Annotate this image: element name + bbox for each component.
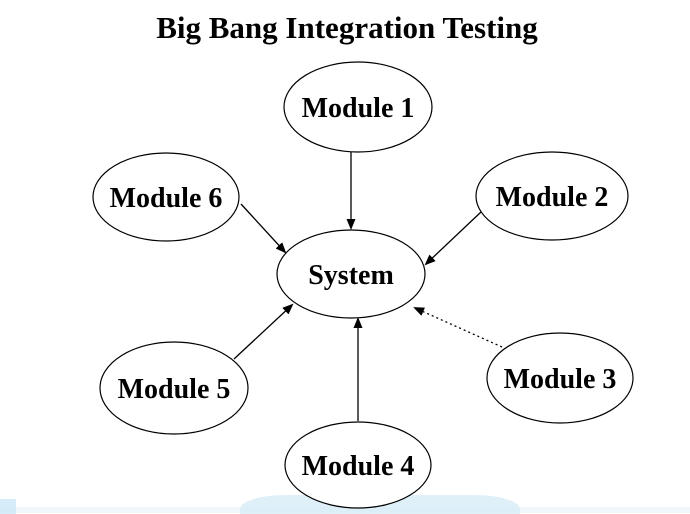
node-module-1: Module 1: [283, 61, 433, 153]
node-module-5-label: Module 5: [118, 374, 231, 405]
arrow-module6-to-system: [240, 203, 287, 254]
node-module-2-label: Module 2: [496, 182, 609, 213]
node-system-label: System: [308, 260, 394, 291]
arrow-module5-to-system: [233, 303, 294, 360]
node-module-5-ellipse: [99, 341, 249, 435]
node-module-1-label: Module 1: [302, 93, 415, 124]
node-module-4-label: Module 4: [302, 451, 415, 482]
node-module-3-ellipse: [486, 332, 634, 424]
node-module-6: Module 6: [92, 152, 240, 242]
node-module-4-ellipse: [284, 421, 432, 509]
corner-artifact: [0, 499, 16, 514]
arrow-module3-to-system-dotted: [413, 307, 503, 348]
node-module-6-ellipse: [92, 152, 240, 242]
node-module-6-label: Module 6: [110, 183, 223, 214]
node-module-5: Module 5: [99, 341, 249, 435]
arrow-module2-to-system: [424, 211, 482, 266]
node-module-4: Module 4: [284, 421, 432, 509]
diagram-title: Big Bang Integration Testing: [156, 10, 538, 45]
node-module-3: Module 3: [486, 332, 634, 424]
node-system: System: [276, 229, 426, 319]
node-system-ellipse: [276, 229, 426, 319]
node-module-3-label: Module 3: [504, 364, 617, 395]
node-module-2-ellipse: [475, 151, 629, 241]
node-module-2: Module 2: [475, 151, 629, 241]
node-module-1-ellipse: [283, 61, 433, 153]
